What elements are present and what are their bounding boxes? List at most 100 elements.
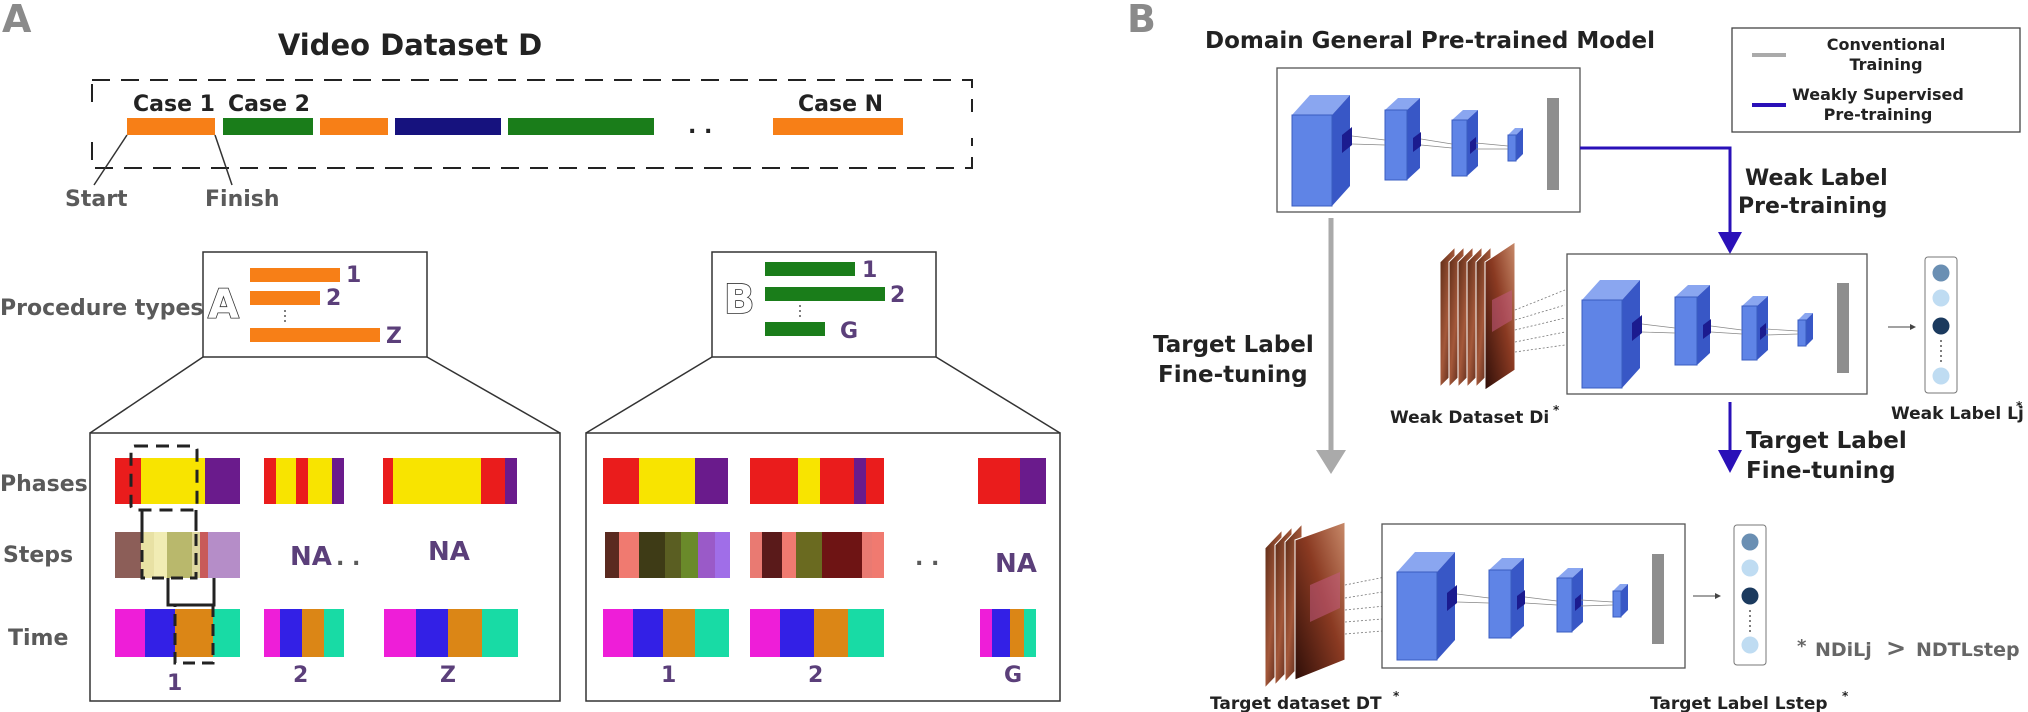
time-segment xyxy=(780,609,814,657)
target-finetuning-mid-line1: Target Label xyxy=(1746,428,1907,454)
step-segment xyxy=(167,532,192,578)
phase-segment xyxy=(603,458,639,504)
cnn-connections xyxy=(1641,323,1799,336)
legend-weak-line1: Weakly Supervised xyxy=(1792,85,1964,104)
right-case-label-g: G xyxy=(1004,663,1022,688)
target-finetuning-mid-line2: Fine-tuning xyxy=(1746,458,1896,484)
cnn-kernel xyxy=(1703,319,1711,339)
time-segment xyxy=(213,609,240,657)
weak-pretraining-path xyxy=(1580,146,1732,244)
zoom-line xyxy=(89,356,204,434)
frame-connections xyxy=(1344,574,1396,635)
step-segment xyxy=(762,532,782,578)
cnn-layer-top xyxy=(1675,285,1710,297)
step-segment xyxy=(862,532,872,578)
cnn-layer-top xyxy=(1397,552,1455,572)
time-segment xyxy=(1024,609,1036,657)
procedure-a-letter: A xyxy=(208,282,239,328)
cnn-network xyxy=(1396,552,1664,661)
cnn-layer xyxy=(1291,114,1333,207)
procedure-b-label-1: 1 xyxy=(862,258,877,283)
target-label-star: * xyxy=(1842,689,1849,703)
cnn-layer-top xyxy=(1508,128,1523,135)
cnn-layer-side xyxy=(1332,95,1350,206)
weak-dataset-frames xyxy=(1439,241,1566,391)
procedure-types-label: Procedure types xyxy=(0,296,204,321)
cases-ellipsis: . . xyxy=(688,114,712,139)
step-segment xyxy=(698,532,715,578)
phase-segment xyxy=(639,458,695,504)
step-segment xyxy=(605,532,619,578)
inequality-symbol: > xyxy=(1886,634,1906,662)
output-arrowhead xyxy=(1910,324,1916,330)
weak-label-star: * xyxy=(2016,399,2023,413)
time-segment xyxy=(145,609,175,657)
time-segment xyxy=(324,609,344,657)
time-segment xyxy=(175,609,213,657)
output-node xyxy=(1741,587,1759,605)
phase-segment xyxy=(1020,458,1046,504)
frame-highlight xyxy=(1310,572,1340,622)
phases-row xyxy=(115,458,1046,504)
case-bar xyxy=(320,118,388,135)
cnn-kernel xyxy=(1760,323,1766,340)
time-segment xyxy=(992,609,1010,657)
procedure-b-bar-1 xyxy=(765,262,855,276)
inequality-star: * xyxy=(1797,636,1807,657)
steps-dots: . . xyxy=(915,546,939,571)
steps-dots: . . xyxy=(336,546,360,571)
phase-segment xyxy=(393,458,481,504)
case-bar xyxy=(395,118,501,135)
step-segment xyxy=(750,532,762,578)
target-dataset-frames xyxy=(1264,521,1396,690)
procedure-b-letter: B xyxy=(724,277,755,323)
cnn-network xyxy=(1581,280,1849,389)
case-bar xyxy=(223,118,313,135)
frame-connections xyxy=(1514,289,1566,353)
row-label-time: Time xyxy=(8,626,68,651)
cnn-layer-top xyxy=(1292,95,1350,115)
procedure-a-bar-1 xyxy=(250,268,340,282)
time-segment xyxy=(302,609,324,657)
cnn-layer-top xyxy=(1582,280,1640,300)
cnn-layer xyxy=(1384,109,1408,181)
procedure-a-bar-2 xyxy=(250,291,320,305)
cnn-layer-side xyxy=(1806,313,1813,346)
time-segment xyxy=(384,609,416,657)
phase-zoom-callout xyxy=(129,444,199,512)
output-node xyxy=(1741,533,1759,551)
weak-label-pretraining-line2: Pre-training xyxy=(1738,194,1887,219)
phase-segment xyxy=(308,458,332,504)
cnn-layer-top xyxy=(1557,568,1583,578)
model-title: Domain General Pre-trained Model xyxy=(1205,28,1655,54)
target-dataset-label: Target dataset DT xyxy=(1210,694,1382,712)
case-1-label: Case 1 xyxy=(133,92,215,117)
cnn-layer xyxy=(1396,571,1438,661)
cnn-layer xyxy=(1507,134,1517,162)
procedure-b-label-2: 2 xyxy=(890,283,905,308)
na-label: NA xyxy=(995,549,1037,579)
cnn-layer-top xyxy=(1385,98,1420,110)
time-segment xyxy=(416,609,448,657)
time-zoom-connector xyxy=(166,578,216,607)
phase-segment xyxy=(978,458,1020,504)
time-segment xyxy=(814,609,848,657)
output-node xyxy=(1932,289,1950,307)
phase-segment xyxy=(866,458,884,504)
cnn-layer-side xyxy=(1622,280,1640,388)
cnn-connections xyxy=(1456,593,1614,607)
target-dataset-star: * xyxy=(1393,689,1400,703)
phase-segment xyxy=(141,458,205,504)
phase-segment xyxy=(205,458,240,504)
right-case-label-2: 2 xyxy=(808,663,823,688)
na-label: NA xyxy=(428,537,470,567)
cnn-layer-top xyxy=(1798,313,1813,320)
time-row xyxy=(115,609,1036,657)
time-segment xyxy=(482,609,518,657)
left-case-label-1: 1 xyxy=(167,671,182,696)
case-bar xyxy=(773,118,903,135)
cnn-layer xyxy=(1741,305,1758,361)
step-segment xyxy=(782,532,796,578)
cnn-layer xyxy=(1674,296,1698,366)
cnn-layer xyxy=(1612,590,1622,618)
